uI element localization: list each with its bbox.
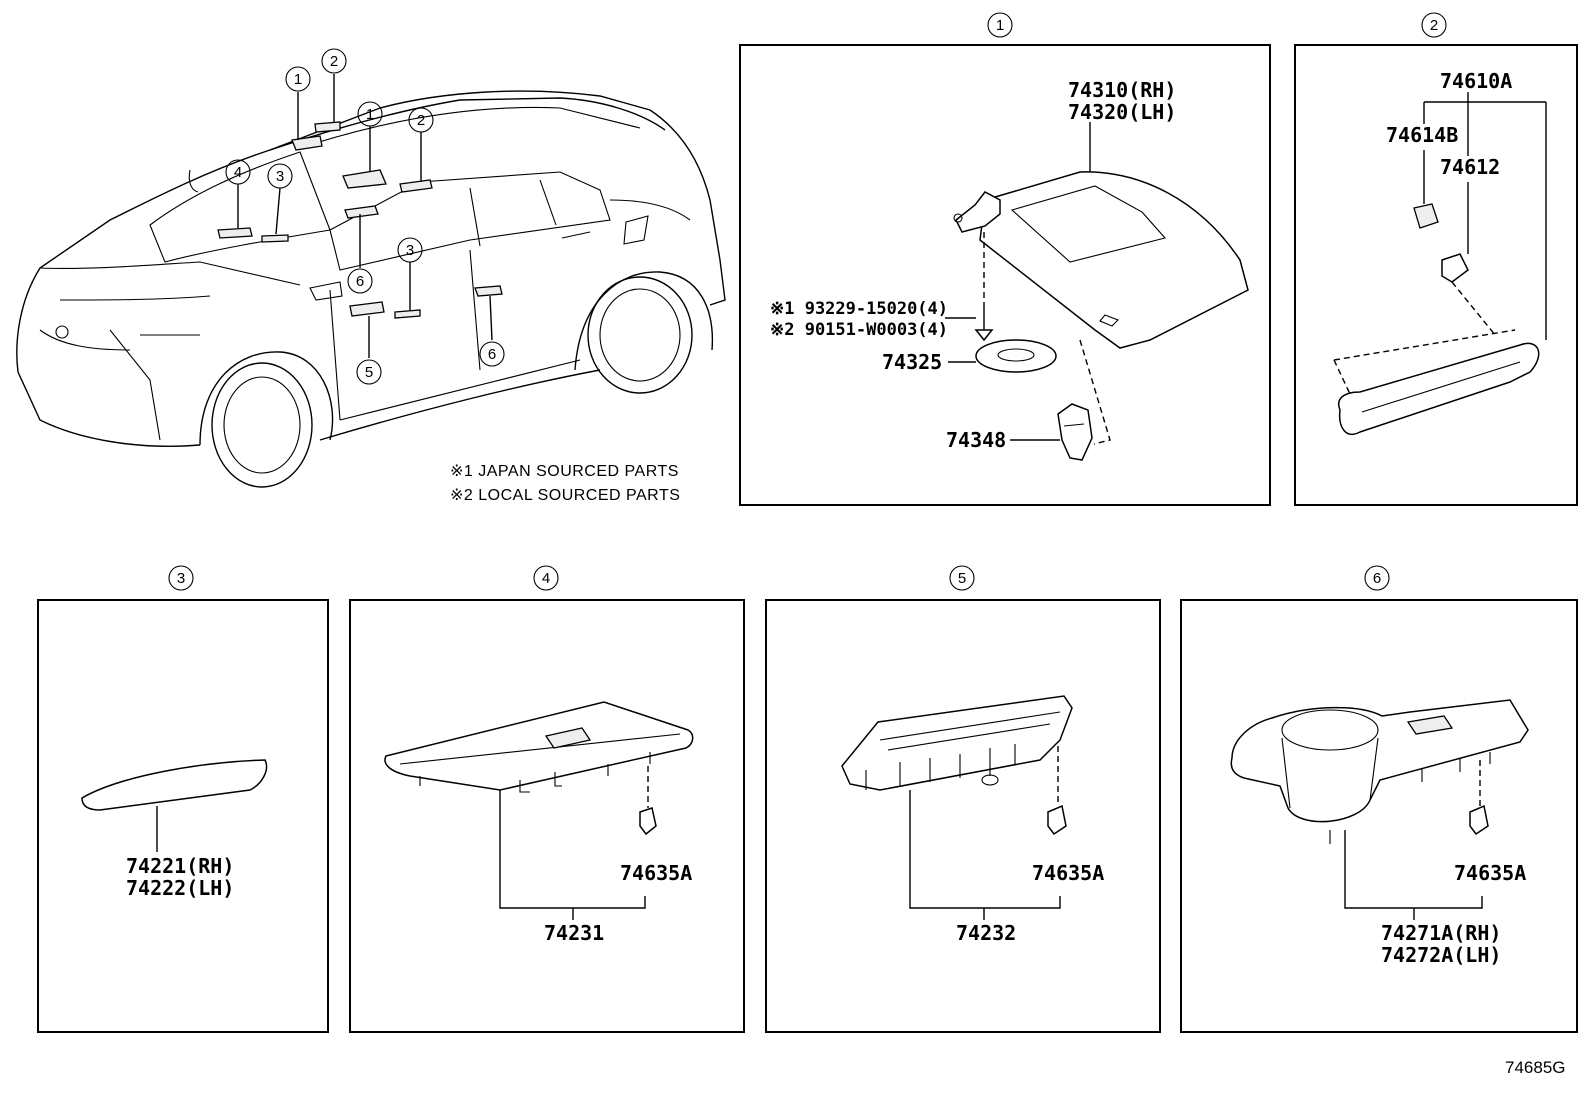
panel-1-sun-visor: 1 74310(RH) 74320(LH) ※1 93229-15020(4) … [739, 12, 1271, 506]
svg-text:4: 4 [234, 164, 242, 181]
note-local-sourced: ※2 LOCAL SOURCED PARTS [450, 487, 680, 504]
vehicle-callout-3a: 3 [267, 163, 293, 189]
label-74612: 74612 [1440, 155, 1500, 179]
label-74271a-rh: 74271A(RH) [1381, 921, 1501, 945]
panel-6-switch-base-cupholder: 6 74635A 74271A(RH) 74272A(LH) [1180, 565, 1578, 1033]
panel-5-switch-base: 5 74635A 74232 [765, 565, 1161, 1033]
vehicle-overview: 1 2 1 2 4 3 6 3 5 6 ※1 JAPAN SOURCED PAR… [16, 48, 726, 504]
label-74635a-panel4: 74635A [620, 861, 692, 885]
label-74614b: 74614B [1386, 123, 1458, 147]
label-74635a-panel6: 74635A [1454, 861, 1526, 885]
vehicle-callout-1a: 1 [285, 66, 311, 92]
panel-5-callout: 5 [958, 570, 966, 587]
vehicle-callout-2a: 2 [321, 48, 347, 74]
label-74320-lh: 74320(LH) [1068, 100, 1176, 124]
vehicle-callout-5: 5 [356, 359, 382, 385]
figure-id: 74685G [1505, 1058, 1566, 1077]
panel-2-callout: 2 [1430, 17, 1438, 34]
svg-text:2: 2 [417, 112, 425, 129]
label-74221-rh: 74221(RH) [126, 854, 234, 878]
vehicle-callout-4: 4 [225, 159, 251, 185]
label-74348: 74348 [946, 428, 1006, 452]
panel-1-callout: 1 [996, 17, 1004, 34]
label-screw-local: ※2 90151-W0003(4) [770, 320, 948, 340]
svg-text:1: 1 [366, 106, 374, 123]
svg-text:3: 3 [406, 242, 414, 259]
svg-text:5: 5 [365, 364, 373, 381]
panel-3-trim: 3 74221(RH) 74222(LH) [37, 565, 329, 1033]
svg-text:2: 2 [330, 53, 338, 70]
vehicle-callout-1b: 1 [357, 101, 383, 127]
label-74231: 74231 [544, 921, 604, 945]
vehicle-callout-6a: 6 [347, 268, 373, 294]
panel-2-assist-grip: 2 74610A 74614B 74612 [1294, 12, 1578, 506]
label-74325: 74325 [882, 350, 942, 374]
label-74222-lh: 74222(LH) [126, 876, 234, 900]
panel-4-switch-base: 4 74635A 74231 [349, 565, 745, 1033]
label-screw-japan: ※1 93229-15020(4) [770, 299, 948, 319]
svg-text:3: 3 [276, 168, 284, 185]
label-74272a-lh: 74272A(LH) [1381, 943, 1501, 967]
panel-6-callout: 6 [1373, 570, 1381, 587]
panel-3-callout: 3 [177, 570, 185, 587]
svg-text:6: 6 [488, 346, 496, 363]
label-74232: 74232 [956, 921, 1016, 945]
svg-text:6: 6 [356, 273, 364, 290]
label-74635a-panel5: 74635A [1032, 861, 1104, 885]
vehicle-callout-2b: 2 [408, 107, 434, 133]
note-japan-sourced: ※1 JAPAN SOURCED PARTS [450, 463, 679, 480]
label-74310-rh: 74310(RH) [1068, 78, 1176, 102]
label-74610a: 74610A [1440, 69, 1512, 93]
vehicle-callout-6b: 6 [479, 341, 505, 367]
vehicle-callout-3b: 3 [397, 237, 423, 263]
panel-4-callout: 4 [542, 570, 550, 587]
svg-text:1: 1 [294, 71, 302, 88]
